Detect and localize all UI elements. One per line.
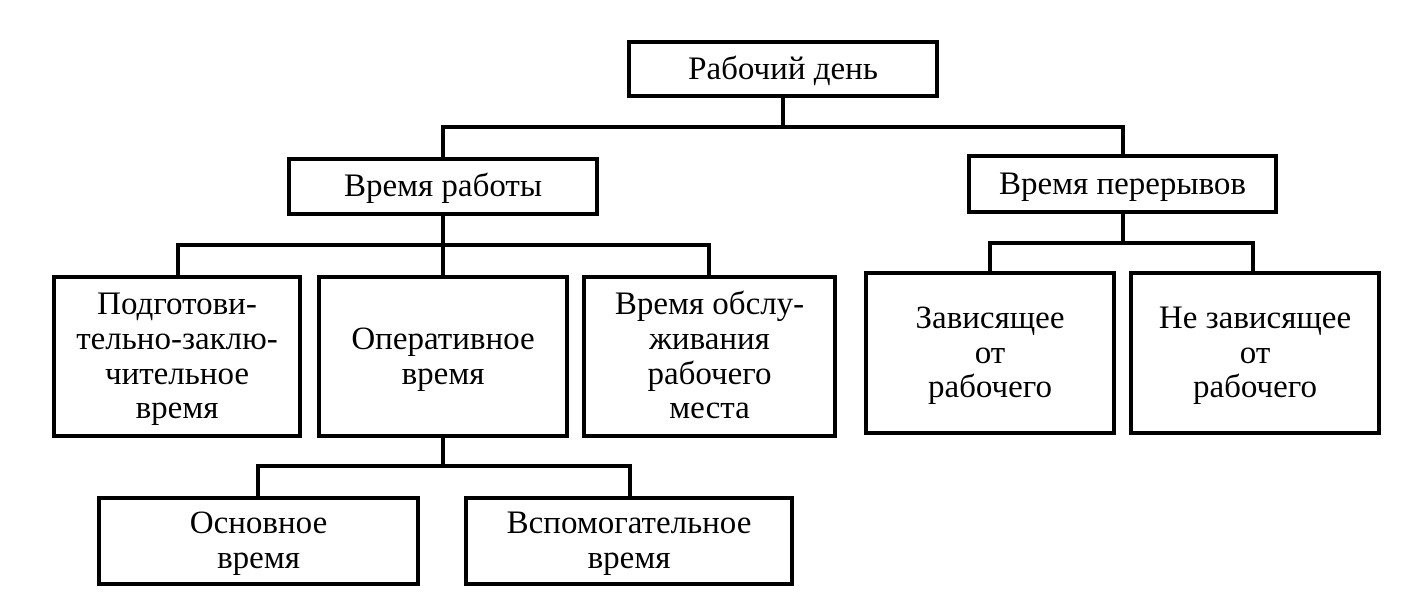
node-prep-final-time: Подготови- тельно-заклю- чительное время [52, 275, 302, 438]
node-auxiliary-time: Вспомогательное время [464, 496, 794, 586]
node-operative-time: Оперативное время [317, 275, 569, 438]
node-auxiliary-time-label: Вспомогательное время [506, 505, 752, 576]
node-root-label: Рабочий день [688, 50, 878, 87]
node-break-time: Время перерывов [967, 154, 1278, 214]
node-service-time-label: Время обслу- живания рабочего места [614, 286, 805, 427]
node-prep-final-time-label: Подготови- тельно-заклю- чительное время [76, 286, 278, 427]
node-dependent: Зависящее от рабочего [864, 271, 1116, 435]
node-break-time-label: Время перерывов [998, 165, 1247, 202]
node-operative-time-label: Оперативное время [351, 320, 535, 392]
node-service-time: Время обслу- живания рабочего места [582, 275, 837, 438]
node-independent: Не зависящее от рабочего [1129, 271, 1381, 435]
node-main-time: Основное время [97, 496, 420, 586]
node-main-time-label: Основное время [189, 505, 328, 576]
node-independent-label: Не зависящее от рабочего [1158, 300, 1352, 406]
node-root: Рабочий день [627, 40, 939, 98]
node-dependent-label: Зависящее от рабочего [915, 300, 1065, 406]
node-work-time-label: Время работы [343, 168, 543, 205]
node-work-time: Время работы [287, 157, 599, 216]
